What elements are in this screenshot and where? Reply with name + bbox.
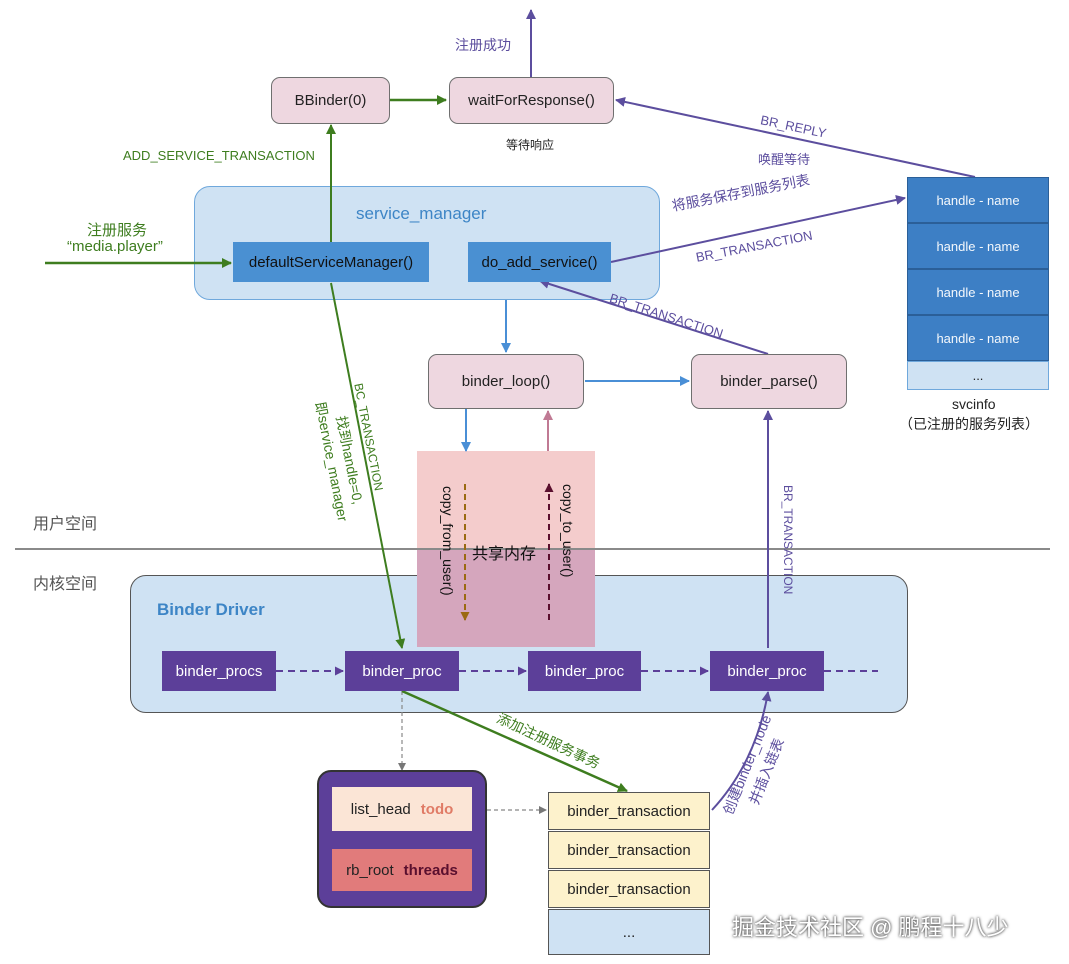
create-node-arrow	[711, 691, 772, 811]
wait-for-response-node[interactable]: waitForResponse()	[449, 77, 614, 124]
binder-proc-node[interactable]: binder_proc	[528, 651, 641, 691]
service-manager-title: service_manager	[356, 204, 487, 223]
binder-transaction-row[interactable]: ...	[548, 909, 710, 955]
wake-label: 唤醒等待	[758, 152, 811, 167]
binder-loop-node[interactable]: binder_loop()	[428, 354, 584, 409]
do-add-service-node[interactable]: do_add_service()	[468, 242, 611, 282]
kernel-space-label: 内核空间	[33, 576, 98, 593]
binder-driver-title: Binder Driver	[157, 600, 265, 619]
svcinfo-row: ...	[907, 361, 1049, 390]
shared-memory-lower	[417, 549, 595, 647]
bbinder-node[interactable]: BBinder(0)	[271, 77, 390, 124]
copy-from-user-label: copy_from_user()	[440, 486, 456, 596]
br-transaction-label-3: BR_TRANSACTION	[781, 485, 795, 595]
wait-caption: 等待响应	[506, 138, 555, 152]
rb-root-field: rb_root threads	[332, 849, 472, 891]
space-separator	[15, 548, 1050, 550]
binder-proc-node[interactable]: binder_proc	[710, 651, 824, 691]
todo-label: todo	[420, 800, 454, 818]
svcinfo-caption-2: （已注册的服务列表）	[899, 416, 1039, 432]
binder-transaction-row[interactable]: binder_transaction	[548, 870, 710, 908]
bc-transaction-arrow	[330, 282, 406, 649]
success-label: 注册成功	[455, 37, 511, 53]
svcinfo-row: handle - name	[907, 223, 1049, 269]
svcinfo-caption-1: svcinfo	[952, 396, 996, 412]
shared-memory-upper	[417, 451, 595, 549]
binder-parse-node[interactable]: binder_parse()	[691, 354, 847, 409]
binder-proc-node[interactable]: binder_proc	[345, 651, 459, 691]
save-service-arrow	[610, 195, 906, 263]
br-reply-arrow	[615, 96, 976, 178]
user-space-label: 用户空间	[33, 516, 98, 533]
binder-procs-node[interactable]: binder_procs	[162, 651, 276, 691]
add-service-transaction-label: ADD_SERVICE_TRANSACTION	[123, 148, 315, 163]
copy-to-user-label: copy_to_user()	[560, 484, 576, 578]
parse-to-add-arrow	[539, 278, 769, 355]
register-label-1: 注册服务	[87, 222, 148, 239]
binder-transaction-row[interactable]: binder_transaction	[548, 831, 710, 869]
binder-transaction-row[interactable]: binder_transaction	[548, 792, 710, 830]
default-service-manager-node[interactable]: defaultServiceManager()	[233, 242, 429, 282]
watermark: 掘金技术社区 @ 鹏程十八少	[732, 915, 1009, 940]
svcinfo-row: handle - name	[907, 315, 1049, 361]
threads-label: threads	[403, 861, 458, 879]
shared-memory-title: 共享内存	[472, 546, 537, 563]
add-tx-arrow	[401, 689, 628, 793]
list-head-field: list_head todo	[332, 787, 472, 831]
register-label-2: “media.player”	[67, 238, 163, 255]
svcinfo-row: handle - name	[907, 177, 1049, 223]
list-head-label: list_head	[350, 800, 411, 818]
rb-root-label: rb_root	[346, 861, 394, 879]
svcinfo-row: handle - name	[907, 269, 1049, 315]
